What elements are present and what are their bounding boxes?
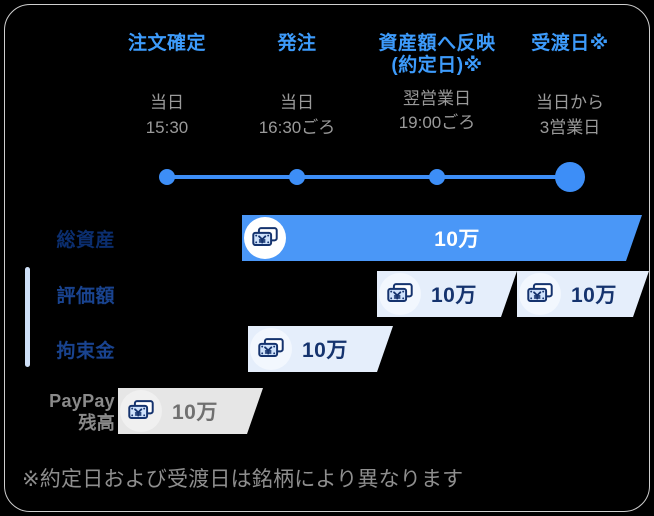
- asset-bar-value: 10万: [302, 339, 348, 362]
- asset-bar: 10万: [377, 271, 517, 317]
- timeline-column-subtitle: 当日から 3営業日: [536, 93, 604, 137]
- banknote-yen-icon: [120, 390, 162, 432]
- timeline-dot-2: [289, 169, 305, 185]
- timeline-dot-4: [555, 162, 585, 192]
- timeline-column-title: 注文確定: [127, 33, 206, 54]
- timeline-column-subtitle: 当日 15:30: [145, 93, 189, 137]
- asset-bar: 10万: [118, 388, 263, 434]
- asset-bar-value: 10万: [571, 284, 617, 307]
- timeline-dot-3: [429, 169, 445, 185]
- asset-bar: 10万: [517, 271, 649, 317]
- timeline-column-1: 注文確定当日 15:30: [87, 33, 247, 140]
- banknote-yen-icon: [519, 273, 561, 315]
- banknote-yen-icon: [250, 328, 292, 370]
- timeline-dot-1: [159, 169, 175, 185]
- asset-bar-value: 10万: [172, 401, 218, 424]
- banknote-yen-icon: [244, 217, 286, 259]
- banknote-yen-icon: [379, 273, 421, 315]
- timeline-column-title: 受渡日※: [531, 33, 609, 54]
- subrow-indent-rule: [25, 267, 30, 367]
- asset-bar: 10万: [248, 326, 393, 372]
- timeline-column-subtitle: 翌営業日 19:00ごろ: [398, 88, 476, 132]
- asset-bar-shape: [242, 215, 642, 261]
- timeline-column-title: 発注: [277, 33, 317, 54]
- timeline-column-subtitle: 当日 16:30ごろ: [258, 93, 336, 137]
- timeline-rail: [167, 175, 571, 179]
- row-label-3: 拘束金: [56, 341, 115, 362]
- asset-bar-value: 10万: [434, 228, 480, 251]
- timeline-column-2: 発注当日 16:30ごろ: [217, 33, 377, 140]
- footnote: ※約定日および受渡日は銘柄により異なります: [22, 468, 464, 491]
- timeline-column-4: 受渡日※ 当日から 3営業日: [490, 33, 649, 140]
- timeline-column-3: 資産額へ反映 (約定日)※ 翌営業日 19:00ごろ: [357, 33, 517, 135]
- row-label-1: 総資産: [56, 230, 115, 251]
- row-label-4: PayPay 残高: [49, 391, 115, 433]
- asset-bar-value: 10万: [431, 284, 477, 307]
- row-label-2: 評価額: [56, 286, 115, 307]
- timeline-column-title: 資産額へ反映 (約定日)※: [378, 33, 496, 77]
- asset-bar: 10万: [242, 215, 642, 261]
